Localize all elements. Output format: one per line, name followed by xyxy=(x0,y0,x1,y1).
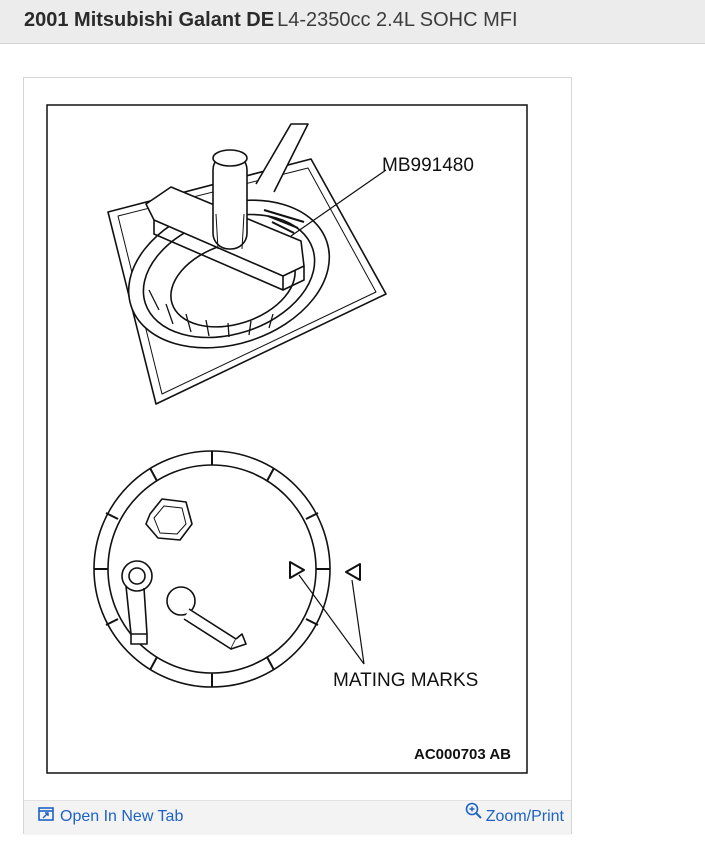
tool-label: MB991480 xyxy=(382,155,474,176)
mating-marks-label: MATING MARKS xyxy=(333,670,478,691)
fuel-pump-illustration: MB991480 MATING MARKS AC000703 AB xyxy=(46,104,528,774)
vehicle-name: 2001 Mitsubishi Galant DE xyxy=(24,9,275,31)
zoom-print-label: Zoom/Print xyxy=(485,808,564,825)
zoom-print-link[interactable]: Zoom/Print xyxy=(465,802,564,828)
engine-spec: L4-2350cc 2.4L SOHC MFI xyxy=(277,9,518,31)
figure-code: AC000703 AB xyxy=(414,746,511,763)
open-in-new-tab-link[interactable]: Open In New Tab xyxy=(38,806,183,828)
open-new-tab-icon xyxy=(38,806,54,828)
figure-footer: Open In New Tab Zoom/Print xyxy=(24,800,571,835)
tool-drawing xyxy=(107,123,387,405)
open-in-new-tab-label: Open In New Tab xyxy=(60,808,184,825)
zoom-in-icon xyxy=(465,802,483,827)
figure-card: MB991480 MATING MARKS AC000703 AB xyxy=(23,77,572,835)
flange-drawing xyxy=(93,450,361,688)
